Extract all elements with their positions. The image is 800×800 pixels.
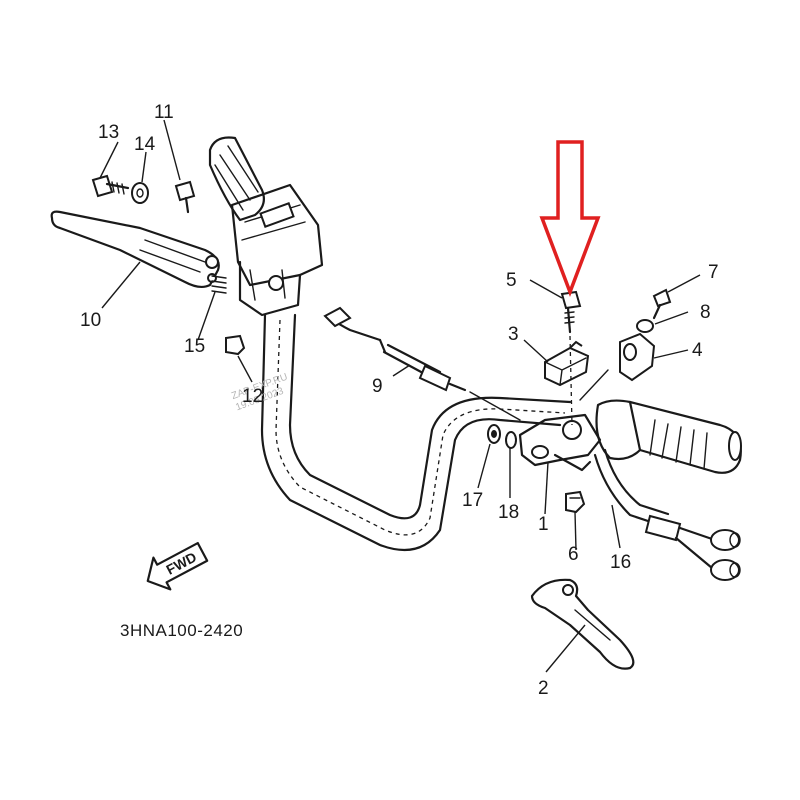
part-8-washer [636, 319, 654, 333]
label-10: 10 [80, 310, 101, 331]
label-13: 13 [98, 122, 119, 143]
label-11: 11 [154, 102, 174, 123]
label-16: 16 [610, 552, 631, 573]
label-14: 14 [134, 134, 156, 155]
part-4-bracket [579, 332, 656, 401]
label-9: 9 [372, 376, 383, 397]
part-2-lever [530, 578, 635, 670]
part-1-bracket [518, 413, 602, 472]
part-17-washer [487, 424, 501, 444]
part-11-bolt [174, 180, 196, 214]
handlebar [260, 313, 572, 552]
highlight-arrow [539, 140, 601, 297]
fwd-arrow: FWD [146, 541, 209, 591]
label-5: 5 [506, 270, 517, 291]
part-9-cable [323, 306, 521, 421]
leader-lines [99, 119, 701, 673]
part-10-lever [50, 210, 220, 289]
label-4: 4 [692, 340, 703, 361]
diagram-code: 3HNA100-2420 [120, 621, 243, 640]
part-16-harness [593, 448, 741, 581]
part-7-screw [652, 288, 672, 320]
label-2: 2 [538, 678, 549, 699]
label-1: 1 [538, 514, 549, 535]
part-6-nut [565, 490, 586, 514]
label-12: 12 [242, 386, 263, 407]
part-14-washer [131, 182, 149, 204]
label-15: 15 [184, 336, 205, 357]
part-18-washer [505, 431, 517, 449]
part-labels: 13 14 11 10 15 12 9 5 3 7 8 4 17 18 1 6 … [80, 102, 719, 699]
label-3: 3 [508, 324, 519, 345]
part-3-block [544, 340, 590, 387]
part-12-nut [225, 334, 246, 356]
label-8: 8 [700, 302, 711, 323]
part-13-bolt [91, 174, 130, 198]
part-15-spring [211, 275, 227, 294]
left-grip [208, 136, 324, 317]
label-17: 17 [462, 490, 483, 511]
right-grip [595, 399, 742, 474]
label-7: 7 [708, 262, 719, 283]
label-6: 6 [568, 544, 579, 565]
label-18: 18 [498, 502, 519, 523]
